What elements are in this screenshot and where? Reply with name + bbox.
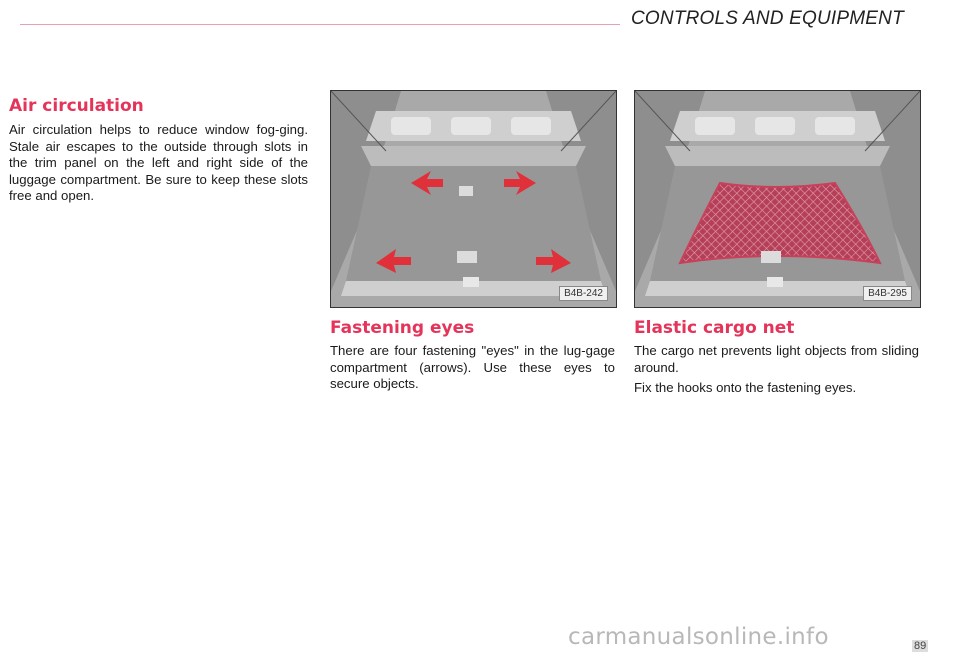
fastening-eyes-paragraph: There are four fastening "eyes" in the l…	[330, 343, 615, 391]
cargo-net-illustration	[635, 91, 920, 307]
fastening-eyes-heading: Fastening eyes	[330, 318, 475, 338]
cargo-net-paragraph-2: Fix the hooks onto the fastening eyes.	[634, 380, 857, 395]
air-circulation-paragraph: Air circulation helps to reduce window f…	[9, 122, 308, 203]
arrow-icon	[504, 171, 536, 195]
figure-label: B4B-295	[863, 286, 912, 301]
air-circulation-text: Air circulation helps to reduce window f…	[9, 122, 308, 209]
arrow-icon	[376, 249, 411, 273]
cargo-net-figure: B4B-295	[634, 90, 921, 308]
fastening-eyes-figure: B4B-242	[330, 90, 617, 308]
cargo-net-text: The cargo net prevents light objects fro…	[634, 343, 919, 401]
arrow-icon	[411, 171, 443, 195]
header-rule	[20, 24, 620, 25]
page-number: 89	[912, 640, 929, 652]
figure-label: B4B-242	[559, 286, 608, 301]
page-header-title: CONTROLS AND EQUIPMENT	[631, 8, 904, 29]
air-circulation-heading: Air circulation	[9, 96, 144, 116]
arrow-icon	[536, 249, 571, 273]
cargo-net-heading: Elastic cargo net	[634, 318, 795, 338]
fastening-eyes-text: There are four fastening "eyes" in the l…	[330, 343, 615, 397]
cargo-net-paragraph-1: The cargo net prevents light objects fro…	[634, 343, 919, 375]
cargo-net-icon	[678, 181, 882, 265]
luggage-compartment-illustration	[331, 91, 616, 307]
watermark: carmanualsonline.info	[568, 624, 829, 650]
